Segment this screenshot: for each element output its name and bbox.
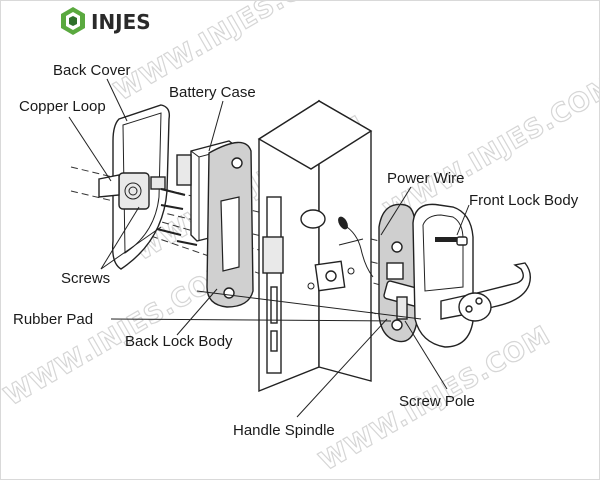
brand-name: INJES xyxy=(91,10,151,34)
screws xyxy=(156,188,198,246)
handle-spindle xyxy=(196,290,422,320)
label-screw-pole: Screw Pole xyxy=(399,393,475,410)
label-front-lock-body: Front Lock Body xyxy=(469,192,579,209)
power-wire xyxy=(338,216,374,278)
part-labels: Back Cover Copper Loop Battery Case Powe… xyxy=(13,62,579,439)
door xyxy=(257,99,373,393)
label-power-wire: Power Wire xyxy=(387,170,465,187)
label-copper-loop: Copper Loop xyxy=(19,98,106,115)
label-back-cover: Back Cover xyxy=(53,62,131,79)
label-back-lock-body: Back Lock Body xyxy=(125,333,233,350)
back-cover xyxy=(98,104,171,270)
back-lock-body xyxy=(206,141,254,308)
logo: INJES xyxy=(61,7,151,35)
label-battery-case: Battery Case xyxy=(169,84,256,101)
label-handle-spindle: Handle Spindle xyxy=(233,422,335,439)
hexagon-logo-icon xyxy=(61,7,85,35)
label-screws: Screws xyxy=(61,270,110,287)
label-rubber-pad: Rubber Pad xyxy=(13,311,93,328)
leader-lines xyxy=(68,78,470,418)
front-lock-body xyxy=(412,203,532,348)
